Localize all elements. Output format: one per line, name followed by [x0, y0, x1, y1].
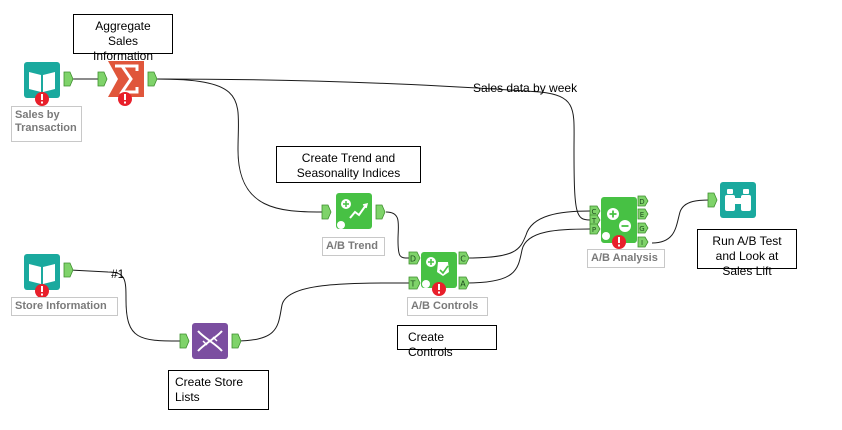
input-anchor-c[interactable]: C — [589, 205, 601, 217]
connection-trend-to-controls[interactable] — [385, 211, 410, 259]
ab-analysis-tool[interactable]: C T P D E G — [589, 195, 649, 249]
connection-label-sales-by-week: Sales data by week — [473, 81, 578, 95]
create-store-lists-tool[interactable] — [179, 323, 242, 359]
output-anchor-a[interactable]: A — [458, 276, 470, 290]
tool-label-ab-trend: A/B Trend — [322, 237, 385, 256]
input-book-icon — [29, 72, 55, 92]
svg-text:T: T — [410, 280, 416, 289]
comment-create-controls[interactable]: Create Controls — [397, 325, 497, 359]
svg-text:C: C — [460, 255, 466, 264]
input-anchor-t[interactable]: T — [408, 276, 421, 290]
connection-controls-c-to-analysis[interactable] — [465, 210, 591, 259]
output-anchor-e[interactable]: E — [637, 208, 649, 220]
comment-run-ab-test[interactable]: Run A/B Test and Look at Sales Lift — [697, 229, 797, 278]
output-anchor-d[interactable]: D — [637, 195, 649, 207]
dna-icon — [197, 330, 223, 352]
comment-create-trend[interactable]: Create Trend and Seasonality Indices — [276, 146, 421, 183]
connection-store-to-dna[interactable] — [69, 269, 181, 342]
comment-create-store-lists[interactable]: Create Store Lists — [168, 370, 269, 410]
svg-text:G: G — [639, 225, 644, 233]
input-anchor[interactable] — [97, 71, 108, 87]
input-anchor-t[interactable]: T — [589, 214, 601, 226]
output-anchor-c[interactable]: C — [458, 251, 470, 265]
output-anchor[interactable] — [375, 204, 386, 220]
summarize-tool[interactable] — [97, 61, 158, 106]
error-icon — [612, 235, 626, 249]
error-icon — [118, 92, 132, 106]
summarize-sigma-icon — [115, 64, 139, 94]
svg-text:E: E — [640, 211, 644, 219]
connection-analysis-to-browse[interactable] — [651, 199, 711, 244]
svg-text:T: T — [591, 217, 597, 225]
svg-text:C: C — [592, 208, 597, 216]
browse-tool[interactable] — [707, 182, 756, 218]
input-anchor[interactable] — [707, 192, 718, 208]
ab-analysis-icon — [602, 208, 631, 240]
binoculars-icon — [725, 189, 751, 211]
connection-label-hash1: #1 — [111, 267, 125, 281]
ab-trend-icon — [337, 199, 369, 229]
svg-text:P: P — [592, 226, 596, 234]
svg-text:D: D — [410, 255, 416, 264]
tool-label-ab-analysis: A/B Analysis — [587, 249, 665, 268]
tool-label-sales-by-transaction: Sales by Transaction — [11, 106, 82, 142]
ab-controls-tool[interactable]: D T C A — [408, 251, 470, 296]
ab-controls-icon — [422, 257, 449, 288]
output-anchor[interactable] — [147, 71, 158, 87]
output-anchor[interactable] — [63, 71, 74, 87]
input-anchor-p[interactable]: P — [589, 223, 601, 235]
input-tool-sales-by-transaction[interactable] — [24, 62, 74, 106]
input-anchor[interactable] — [321, 204, 332, 220]
svg-text:I: I — [641, 239, 643, 247]
svg-text:A: A — [460, 280, 466, 289]
tool-label-store-information: Store Information — [11, 297, 118, 316]
connection-dna-to-controls[interactable] — [235, 282, 410, 342]
output-anchor[interactable] — [231, 333, 242, 349]
comment-aggregate-sales[interactable]: Aggregate Sales Information — [73, 14, 173, 63]
ab-trend-tool[interactable] — [321, 193, 386, 229]
connection-summarize-to-trend[interactable] — [155, 78, 323, 213]
input-anchor-d[interactable]: D — [408, 251, 421, 265]
connection-summarize-to-analysis[interactable] — [155, 78, 591, 221]
output-anchor[interactable] — [63, 262, 74, 278]
input-tool-store-information[interactable] — [24, 254, 74, 298]
error-icon — [432, 282, 446, 296]
tool-label-ab-controls: A/B Controls — [407, 297, 488, 316]
input-anchor[interactable] — [179, 333, 190, 349]
error-icon — [35, 284, 49, 298]
output-anchor-g[interactable]: G — [637, 222, 649, 234]
error-icon — [35, 92, 49, 106]
svg-text:D: D — [639, 198, 644, 206]
input-book-icon — [29, 264, 55, 284]
connection-controls-a-to-analysis[interactable] — [465, 228, 591, 284]
output-anchor-i[interactable]: I — [637, 236, 649, 248]
